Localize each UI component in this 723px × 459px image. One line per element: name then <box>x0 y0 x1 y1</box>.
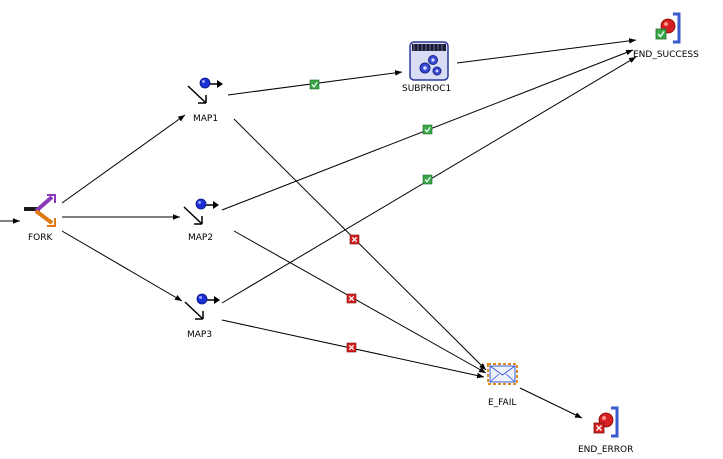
edge-badges <box>309 79 433 353</box>
node-end-error[interactable]: END_ERROR <box>578 406 633 455</box>
e-fail-label: E_FAIL <box>488 398 516 408</box>
edge-map2-e-fail <box>233 230 487 374</box>
map1-label: MAP1 <box>193 114 218 124</box>
node-fork[interactable]: FORK <box>24 194 56 243</box>
subproc1-label: SUBPROC1 <box>402 84 451 94</box>
end-success-icon <box>655 12 681 44</box>
ok-badge <box>422 124 433 135</box>
node-e-fail[interactable]: E_FAIL <box>487 363 518 408</box>
edge-map1-e-fail <box>233 118 487 371</box>
ok-badge <box>422 174 433 185</box>
end-success-label: END_SUCCESS <box>633 50 699 60</box>
edge-fork-map1 <box>61 114 186 204</box>
map-icon <box>183 198 219 225</box>
edge-subproc1-end-success <box>456 38 637 64</box>
edge-fork-map3 <box>61 230 183 302</box>
edges <box>0 38 637 419</box>
ko-badge <box>346 293 357 304</box>
ko-badge <box>349 234 360 245</box>
email-icon <box>487 363 518 385</box>
subprocess-icon <box>409 41 449 81</box>
map-icon <box>187 77 223 104</box>
node-map3[interactable]: MAP3 <box>184 293 220 340</box>
node-map2[interactable]: MAP2 <box>183 198 219 243</box>
node-end-success[interactable]: END_SUCCESS <box>633 12 699 60</box>
map2-label: MAP2 <box>188 233 213 243</box>
map-icon <box>184 293 220 320</box>
end-error-icon <box>593 406 619 438</box>
fork-icon <box>24 194 56 227</box>
edge-e-fail-end-error <box>519 387 583 419</box>
fork-label: FORK <box>28 233 54 243</box>
ok-badge <box>309 79 320 90</box>
end-error-label: END_ERROR <box>578 445 633 455</box>
node-map1[interactable]: MAP1 <box>187 77 223 124</box>
node-subproc1[interactable]: SUBPROC1 <box>402 41 451 94</box>
map3-label: MAP3 <box>187 330 212 340</box>
ko-badge <box>346 342 357 353</box>
